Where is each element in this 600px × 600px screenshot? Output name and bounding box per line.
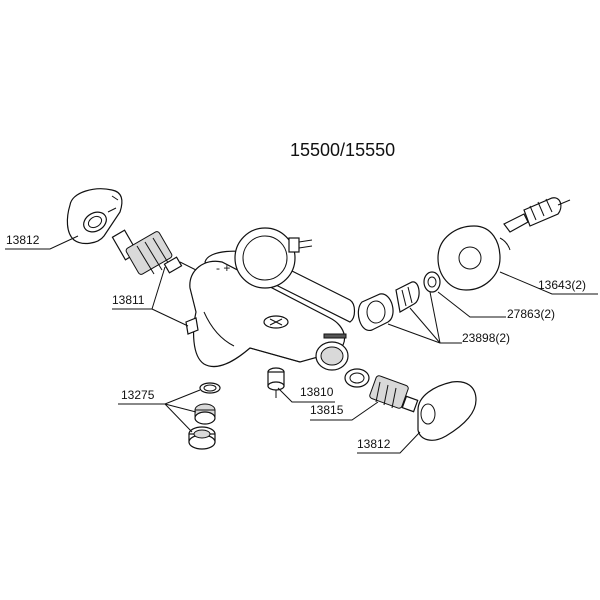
right-cartridge bbox=[344, 368, 419, 413]
diagram-title: 15500/15550 bbox=[290, 140, 395, 160]
right-handle-cap bbox=[417, 381, 477, 441]
label-13275: 13275 bbox=[121, 388, 155, 402]
label-13815: 13815 bbox=[310, 403, 344, 417]
label-27863: 27863(2) bbox=[507, 307, 555, 321]
label-13812-left: 13812 bbox=[6, 233, 40, 247]
left-handle-cap bbox=[66, 188, 123, 245]
fitting-13810 bbox=[267, 367, 285, 398]
mixer-body: - + bbox=[185, 227, 356, 371]
aerator-group bbox=[188, 382, 221, 450]
label-13811: 13811 bbox=[112, 293, 145, 307]
leader-lines bbox=[5, 235, 598, 454]
svg-text:- +: - + bbox=[216, 261, 230, 275]
right-side-parts bbox=[357, 197, 571, 331]
label-13643: 13643(2) bbox=[538, 278, 586, 292]
label-13810: 13810 bbox=[300, 385, 334, 399]
left-cartridge bbox=[111, 229, 197, 275]
label-23898: 23898(2) bbox=[462, 331, 510, 345]
label-13812-right: 13812 bbox=[357, 437, 391, 451]
